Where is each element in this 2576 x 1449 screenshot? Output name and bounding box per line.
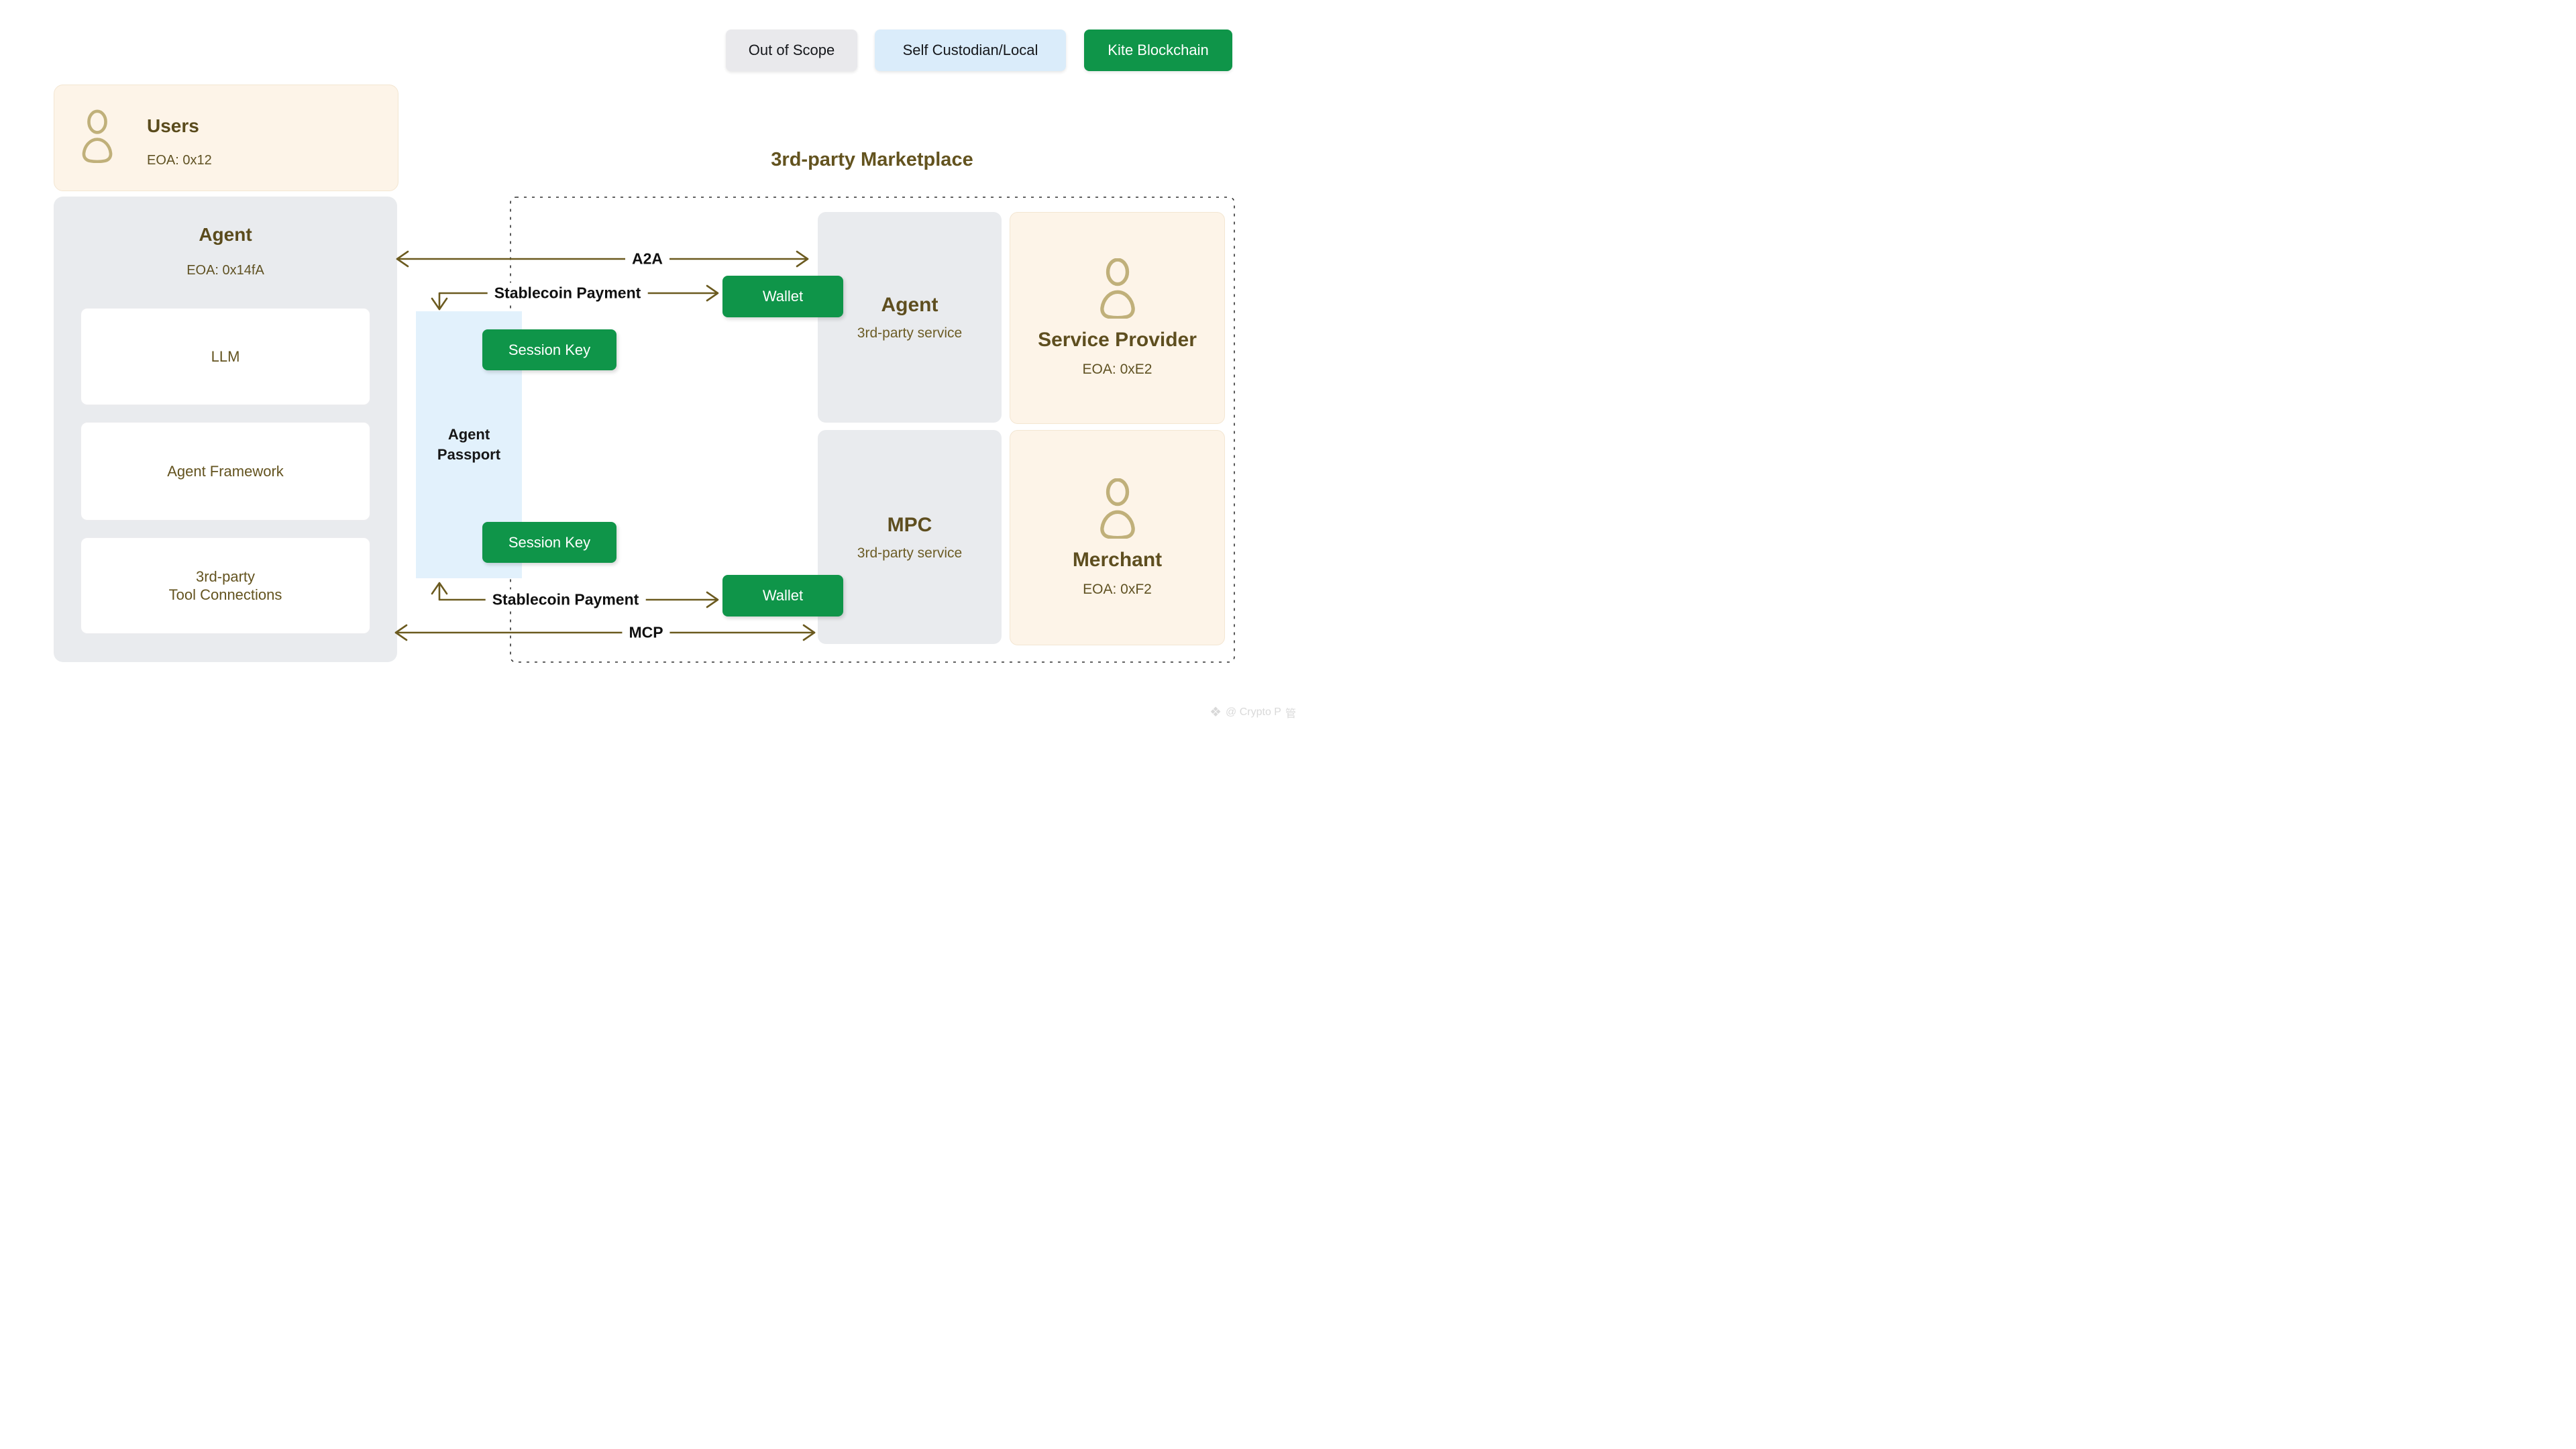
marketplace-agent-card: Agent 3rd-party service xyxy=(818,212,1002,423)
stablecoin-payment-top-label: Stablecoin Payment xyxy=(487,282,648,304)
users-eoa: EOA: 0x12 xyxy=(147,153,212,168)
users-title: Users xyxy=(147,115,199,136)
service-provider-card: Service Provider EOA: 0xE2 xyxy=(1010,212,1225,424)
users-box: Users EOA: 0x12 xyxy=(54,85,398,191)
local-agent-title: Agent xyxy=(199,224,252,245)
user-icon xyxy=(1099,478,1135,539)
a2a-arrow xyxy=(396,250,809,268)
user-icon xyxy=(1099,258,1135,319)
tool-connections-card: 3rd-party Tool Connections xyxy=(80,537,370,634)
marketplace-agent-subtitle: 3rd-party service xyxy=(857,325,963,341)
session-key-top-button: Session Key xyxy=(482,329,616,370)
watermark-text: @ Crypto P xyxy=(1226,706,1281,718)
service-provider-eoa: EOA: 0xE2 xyxy=(1082,362,1152,377)
mcp-label: MCP xyxy=(622,622,670,643)
watermark-clipped-char: 管 xyxy=(1285,708,1296,720)
user-icon xyxy=(82,109,113,163)
agent-framework-card: Agent Framework xyxy=(80,422,370,521)
tool-connections-line2: Tool Connections xyxy=(168,586,282,603)
legend-out-of-scope: Out of Scope xyxy=(726,30,857,71)
legend-kite-blockchain: Kite Blockchain xyxy=(1084,30,1232,71)
merchant-title: Merchant xyxy=(1072,548,1163,571)
wallet-top-button: Wallet xyxy=(722,276,843,317)
local-agent-eoa: EOA: 0x14fA xyxy=(186,263,264,278)
mpc-subtitle: 3rd-party service xyxy=(857,545,963,561)
wallet-bottom-button: Wallet xyxy=(722,575,843,616)
marketplace-title: 3rd-party Marketplace xyxy=(771,149,973,170)
legend-self-custodian-local: Self Custodian/Local xyxy=(875,30,1066,71)
binance-diamond-icon: ❖ xyxy=(1210,705,1222,720)
diagram-canvas: Out of Scope Self Custodian/Local Kite B… xyxy=(0,0,1296,724)
agent-passport-line1: Agent xyxy=(447,426,490,443)
mcp-arrow xyxy=(394,624,816,641)
watermark: ❖ @ Crypto P 管 xyxy=(1210,704,1296,720)
llm-label: LLM xyxy=(211,348,240,365)
tool-connections-line1: 3rd-party xyxy=(195,568,256,585)
stablecoin-payment-bottom-label: Stablecoin Payment xyxy=(485,589,646,610)
mpc-title: MPC xyxy=(887,513,932,536)
agent-passport-line2: Passport xyxy=(437,446,501,463)
merchant-eoa: EOA: 0xF2 xyxy=(1083,581,1152,597)
merchant-card: Merchant EOA: 0xF2 xyxy=(1010,430,1225,645)
a2a-label: A2A xyxy=(625,248,670,270)
llm-card: LLM xyxy=(80,308,370,405)
service-provider-title: Service Provider xyxy=(1038,329,1197,351)
marketplace-agent-title: Agent xyxy=(881,294,938,316)
session-key-bottom-button: Session Key xyxy=(482,522,616,563)
mpc-card: MPC 3rd-party service xyxy=(818,430,1002,644)
agent-framework-label: Agent Framework xyxy=(167,463,284,480)
local-agent-box: Agent EOA: 0x14fA LLM Agent Framework 3r… xyxy=(54,197,397,662)
